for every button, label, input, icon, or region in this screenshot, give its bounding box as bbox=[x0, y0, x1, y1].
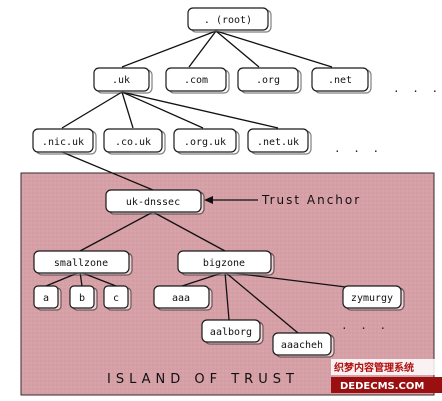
island-of-trust-label: ISLAND OF TRUST bbox=[107, 372, 299, 387]
uk-children-ellipsis: . . . bbox=[334, 142, 382, 155]
node-org-uk: .org.uk bbox=[173, 128, 240, 155]
node-com: .com bbox=[165, 67, 230, 94]
node-uk-label: .uk bbox=[112, 75, 130, 86]
edge-uk-nicuk bbox=[61, 91, 123, 129]
edge-uk-netuk bbox=[121, 91, 279, 129]
node-org: .org bbox=[237, 67, 302, 94]
edge-ukdnssec-smallzone bbox=[79, 211, 154, 252]
node-zymurgy: zymurgy bbox=[342, 285, 405, 311]
node-aaacheh: aaacheh bbox=[272, 332, 335, 358]
node-org-label: .org bbox=[256, 75, 280, 86]
node-aalborg-label: aalborg bbox=[210, 327, 252, 338]
edge-root-uk bbox=[121, 30, 217, 68]
watermark-line1: 织梦内容管理系统 bbox=[334, 361, 414, 374]
node-net-uk-label: .net.uk bbox=[257, 137, 299, 148]
edge-root-com bbox=[188, 30, 217, 68]
edge-uk-orguk bbox=[121, 91, 204, 129]
node-co-uk-label: .co.uk bbox=[115, 137, 151, 148]
node-c: c bbox=[103, 285, 132, 311]
edge-root-net bbox=[215, 30, 333, 68]
node-a-label: a bbox=[43, 293, 49, 304]
node-nic-uk: .nic.uk bbox=[32, 128, 97, 155]
tld-ellipsis: . . . bbox=[393, 82, 441, 95]
node-uk-dnssec: uk-dnssec bbox=[105, 189, 205, 215]
watermark-line2: DEDECMS.COM bbox=[340, 381, 424, 392]
node-net: .net bbox=[311, 67, 372, 94]
node-uk-dnssec-label: uk-dnssec bbox=[126, 197, 180, 208]
edge-bigzone-aaacheh bbox=[224, 271, 299, 334]
node-smallzone-label: smallzone bbox=[54, 258, 108, 269]
node-aaacheh-label: aaacheh bbox=[281, 340, 323, 351]
node-net-uk: .net.uk bbox=[247, 128, 312, 155]
node-c-label: c bbox=[113, 293, 119, 304]
edge-bigzone-aalborg bbox=[224, 271, 230, 321]
watermark: 织梦内容管理系统 DEDECMS.COM bbox=[331, 359, 442, 393]
node-zymurgy-label: zymurgy bbox=[351, 293, 393, 304]
node-b: b bbox=[69, 285, 98, 311]
node-aaa: aaa bbox=[153, 285, 213, 311]
edge-root-org bbox=[215, 30, 260, 68]
node-b-label: b bbox=[79, 293, 85, 304]
node-aaa-label: aaa bbox=[172, 293, 190, 304]
node-com-label: .com bbox=[184, 75, 208, 86]
node-a: a bbox=[33, 285, 62, 311]
trust-anchor-label: Trust Anchor bbox=[261, 193, 361, 207]
node-nic-uk-label: .nic.uk bbox=[42, 137, 84, 148]
node-uk: .uk bbox=[93, 67, 153, 94]
edge-nicuk-ukdnssec bbox=[61, 151, 154, 191]
edge-ukdnssec-bigzone bbox=[152, 211, 226, 252]
node-root-label: . (root) bbox=[204, 15, 252, 26]
node-co-uk: .co.uk bbox=[103, 128, 166, 155]
node-org-uk-label: .org.uk bbox=[184, 137, 226, 148]
edge-uk-couk bbox=[121, 91, 134, 129]
node-smallzone: smallzone bbox=[33, 250, 133, 276]
node-aalborg: aalborg bbox=[201, 319, 264, 345]
node-net-label: .net bbox=[328, 75, 352, 86]
trust-anchor-arrowhead bbox=[204, 196, 213, 204]
node-bigzone-label: bigzone bbox=[203, 258, 245, 269]
bigzone-children-ellipsis: . . . bbox=[341, 319, 389, 332]
node-root: . (root) bbox=[187, 7, 272, 33]
island-of-trust-region bbox=[20, 172, 435, 396]
node-bigzone: bigzone bbox=[177, 250, 275, 276]
